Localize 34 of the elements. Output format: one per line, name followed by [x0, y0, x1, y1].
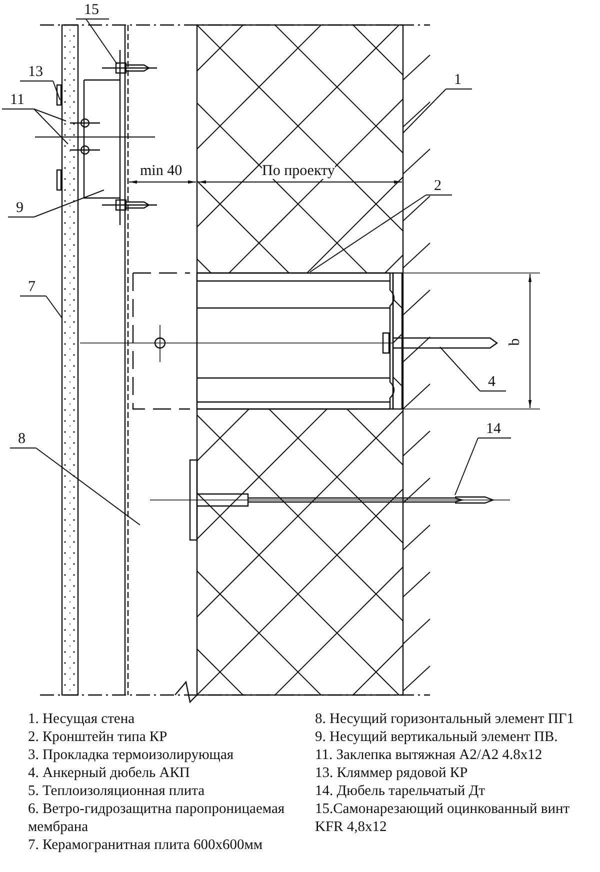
- dimension-text: По проекту: [262, 163, 335, 179]
- parts-list-item: 1. Несущая стена: [28, 710, 136, 728]
- parts-list-item: 5. Теплоизоляционная плита: [28, 782, 206, 800]
- parts-list-item: 15.Самонарезающий оцинкованный винт KFR 4,8x12: [315, 800, 571, 836]
- leader-line: [10, 448, 140, 526]
- leader-line: [440, 346, 506, 392]
- parts-list-item: 3. Прокладка термоизолирующая: [28, 746, 235, 764]
- callout-number: 11: [8, 92, 26, 108]
- callout-number: 15: [82, 2, 101, 18]
- leader-line: [76, 18, 118, 64]
- leader-line: [8, 190, 104, 218]
- callout-number: 1: [452, 72, 464, 88]
- callout-number: 7: [26, 279, 38, 295]
- callout-number: 8: [16, 431, 28, 447]
- parts-list-item: 2. Кронштейн типа КР: [28, 728, 168, 746]
- parts-list-item: 4. Анкерный дюбель АКП: [28, 764, 191, 782]
- parts-list-item: 7. Керамогранитная плита 600х600мм: [28, 836, 264, 854]
- leader-line: [20, 80, 60, 100]
- leader-line: [402, 88, 472, 134]
- callout-number: 14: [484, 421, 503, 437]
- parts-list-item: 14. Дюбель тарельчатый Дт: [315, 782, 486, 800]
- leader-line: [310, 194, 452, 272]
- leader-line: [454, 438, 512, 496]
- callout-number: 9: [14, 200, 26, 216]
- parts-list-item: 13. Кляммер рядовой КР: [315, 764, 469, 782]
- callout-number: 2: [432, 178, 444, 194]
- callout-number: 4: [486, 374, 498, 390]
- parts-list-item: 8. Несущий горизонтальный элемент ПГ1: [315, 710, 575, 728]
- leader-line: [20, 296, 62, 318]
- callout-number: 13: [26, 64, 45, 80]
- parts-list-item: 6. Ветро-гидрозащитна паропроницаемая мембрана: [28, 800, 286, 836]
- leader-line: [2, 108, 68, 144]
- parts-list-item: 9. Несущий вертикальный элемент ПВ.: [315, 728, 559, 746]
- parts-list-item: 11. Заклепка вытяжная А2/А2 4.8х12: [315, 746, 544, 764]
